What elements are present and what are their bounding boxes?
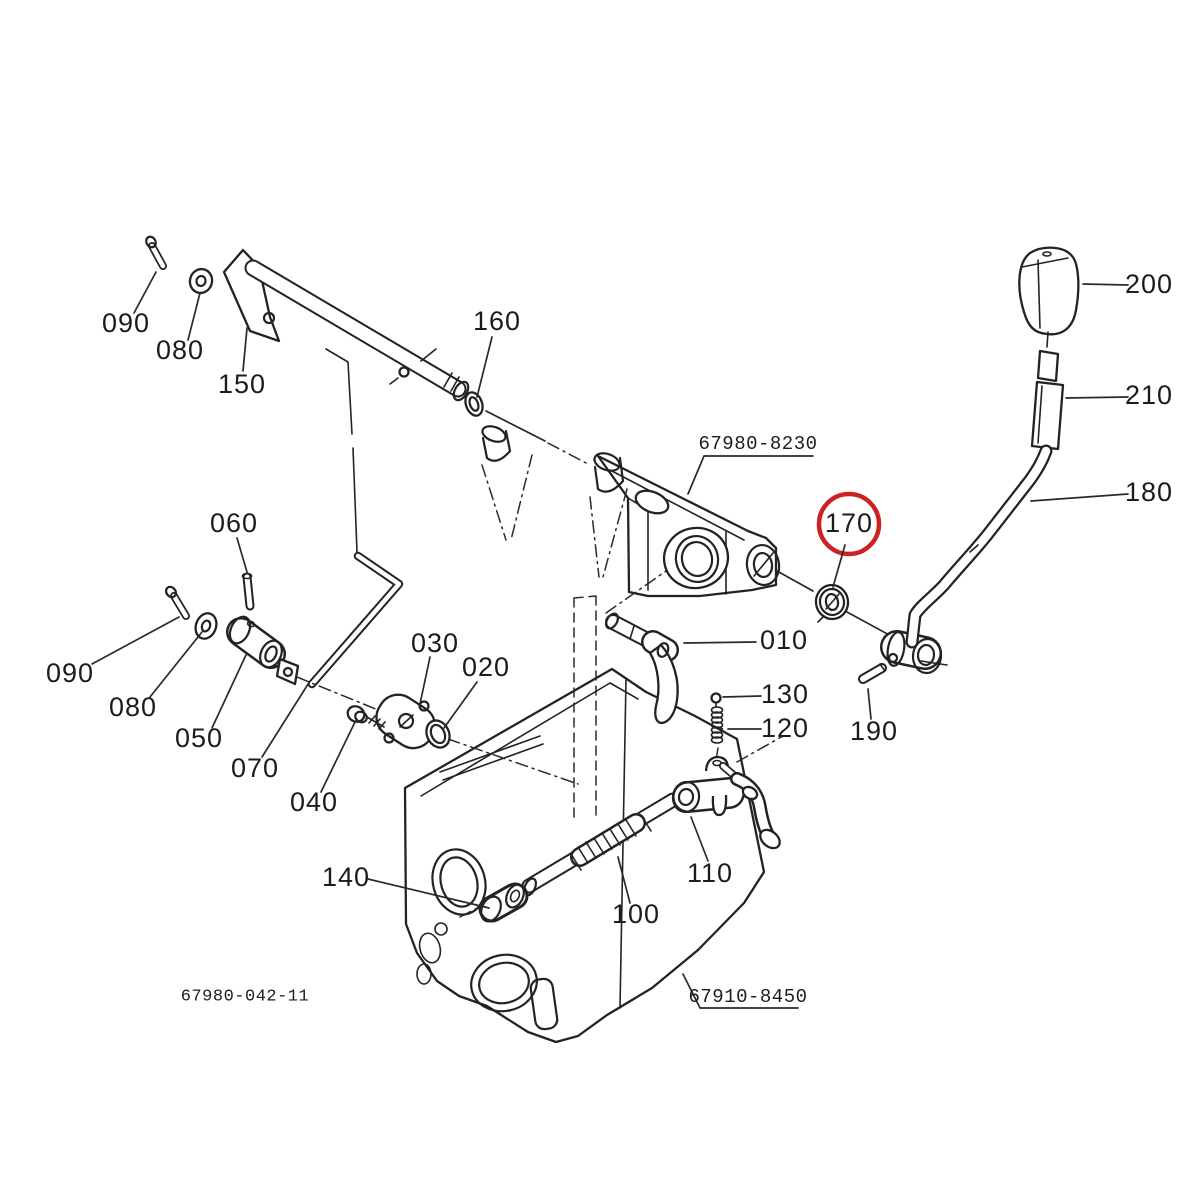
callout-010: 010 <box>760 625 808 655</box>
part-washer-top <box>188 267 214 295</box>
ref-drawing-number: 67980-042-11 <box>181 987 309 1006</box>
callout-170-highlighted: 170 <box>825 508 873 538</box>
part-seal-170 <box>776 570 894 638</box>
part-cotter-pin-top <box>145 235 167 270</box>
callout-190: 190 <box>850 716 898 746</box>
callout-150: 150 <box>218 369 266 399</box>
callout-040: 040 <box>290 787 338 817</box>
callout-070: 070 <box>231 753 279 783</box>
callout-080-top: 080 <box>156 335 204 365</box>
part-spring-pin-060 <box>241 572 255 611</box>
callout-050: 050 <box>175 723 223 753</box>
part-lever-150-group <box>145 235 546 442</box>
callout-180: 180 <box>1125 477 1173 507</box>
callout-140: 140 <box>322 862 370 892</box>
callout-100: 100 <box>612 899 660 929</box>
callout-130: 130 <box>761 679 809 709</box>
callout-060: 060 <box>210 508 258 538</box>
part-linkage-group <box>164 348 579 785</box>
part-bushing-140 <box>478 882 529 923</box>
stud-cone-b <box>589 452 628 578</box>
part-o-ring-160 <box>464 391 484 417</box>
part-cotter-pin-mid <box>164 585 190 620</box>
part-roll-pin-190 <box>858 663 887 684</box>
callout-110: 110 <box>687 858 733 888</box>
part-ball-130 <box>710 692 722 708</box>
callout-090-mid: 090 <box>46 658 94 688</box>
part-shift-lever-group <box>858 246 1080 684</box>
part-shift-fork-110 <box>671 735 784 850</box>
callout-labels: 090 080 150 160 060 090 080 050 070 030 … <box>46 269 1173 1008</box>
callout-120: 120 <box>761 713 809 743</box>
part-shift-housing <box>481 425 781 598</box>
part-plate-030 <box>375 693 437 750</box>
part-spring-120 <box>710 706 724 761</box>
part-joint-050 <box>226 615 300 686</box>
part-shift-rod-100 <box>459 792 681 918</box>
part-transmission-case <box>403 595 766 1044</box>
callout-080-mid: 080 <box>109 692 157 722</box>
callout-030: 030 <box>411 628 459 658</box>
stud-cone-a <box>481 425 533 541</box>
part-knob-200 <box>1018 246 1080 336</box>
ref-housing-number: 67980-8230 <box>698 433 817 455</box>
leader-lines <box>91 271 1129 1009</box>
callout-020: 020 <box>462 652 510 682</box>
callout-160: 160 <box>473 306 521 336</box>
part-bolt-040 <box>346 705 386 730</box>
callout-200: 200 <box>1125 269 1173 299</box>
callout-090-top: 090 <box>102 308 150 338</box>
highlight-circle-170 <box>816 491 882 557</box>
part-washer-mid <box>194 612 218 640</box>
part-shift-arm-010 <box>605 570 679 725</box>
callout-210: 210 <box>1125 380 1173 410</box>
part-lever-boss <box>880 630 948 675</box>
part-grip-210 <box>1030 349 1065 451</box>
ref-case-number: 67910-8450 <box>688 986 807 1008</box>
